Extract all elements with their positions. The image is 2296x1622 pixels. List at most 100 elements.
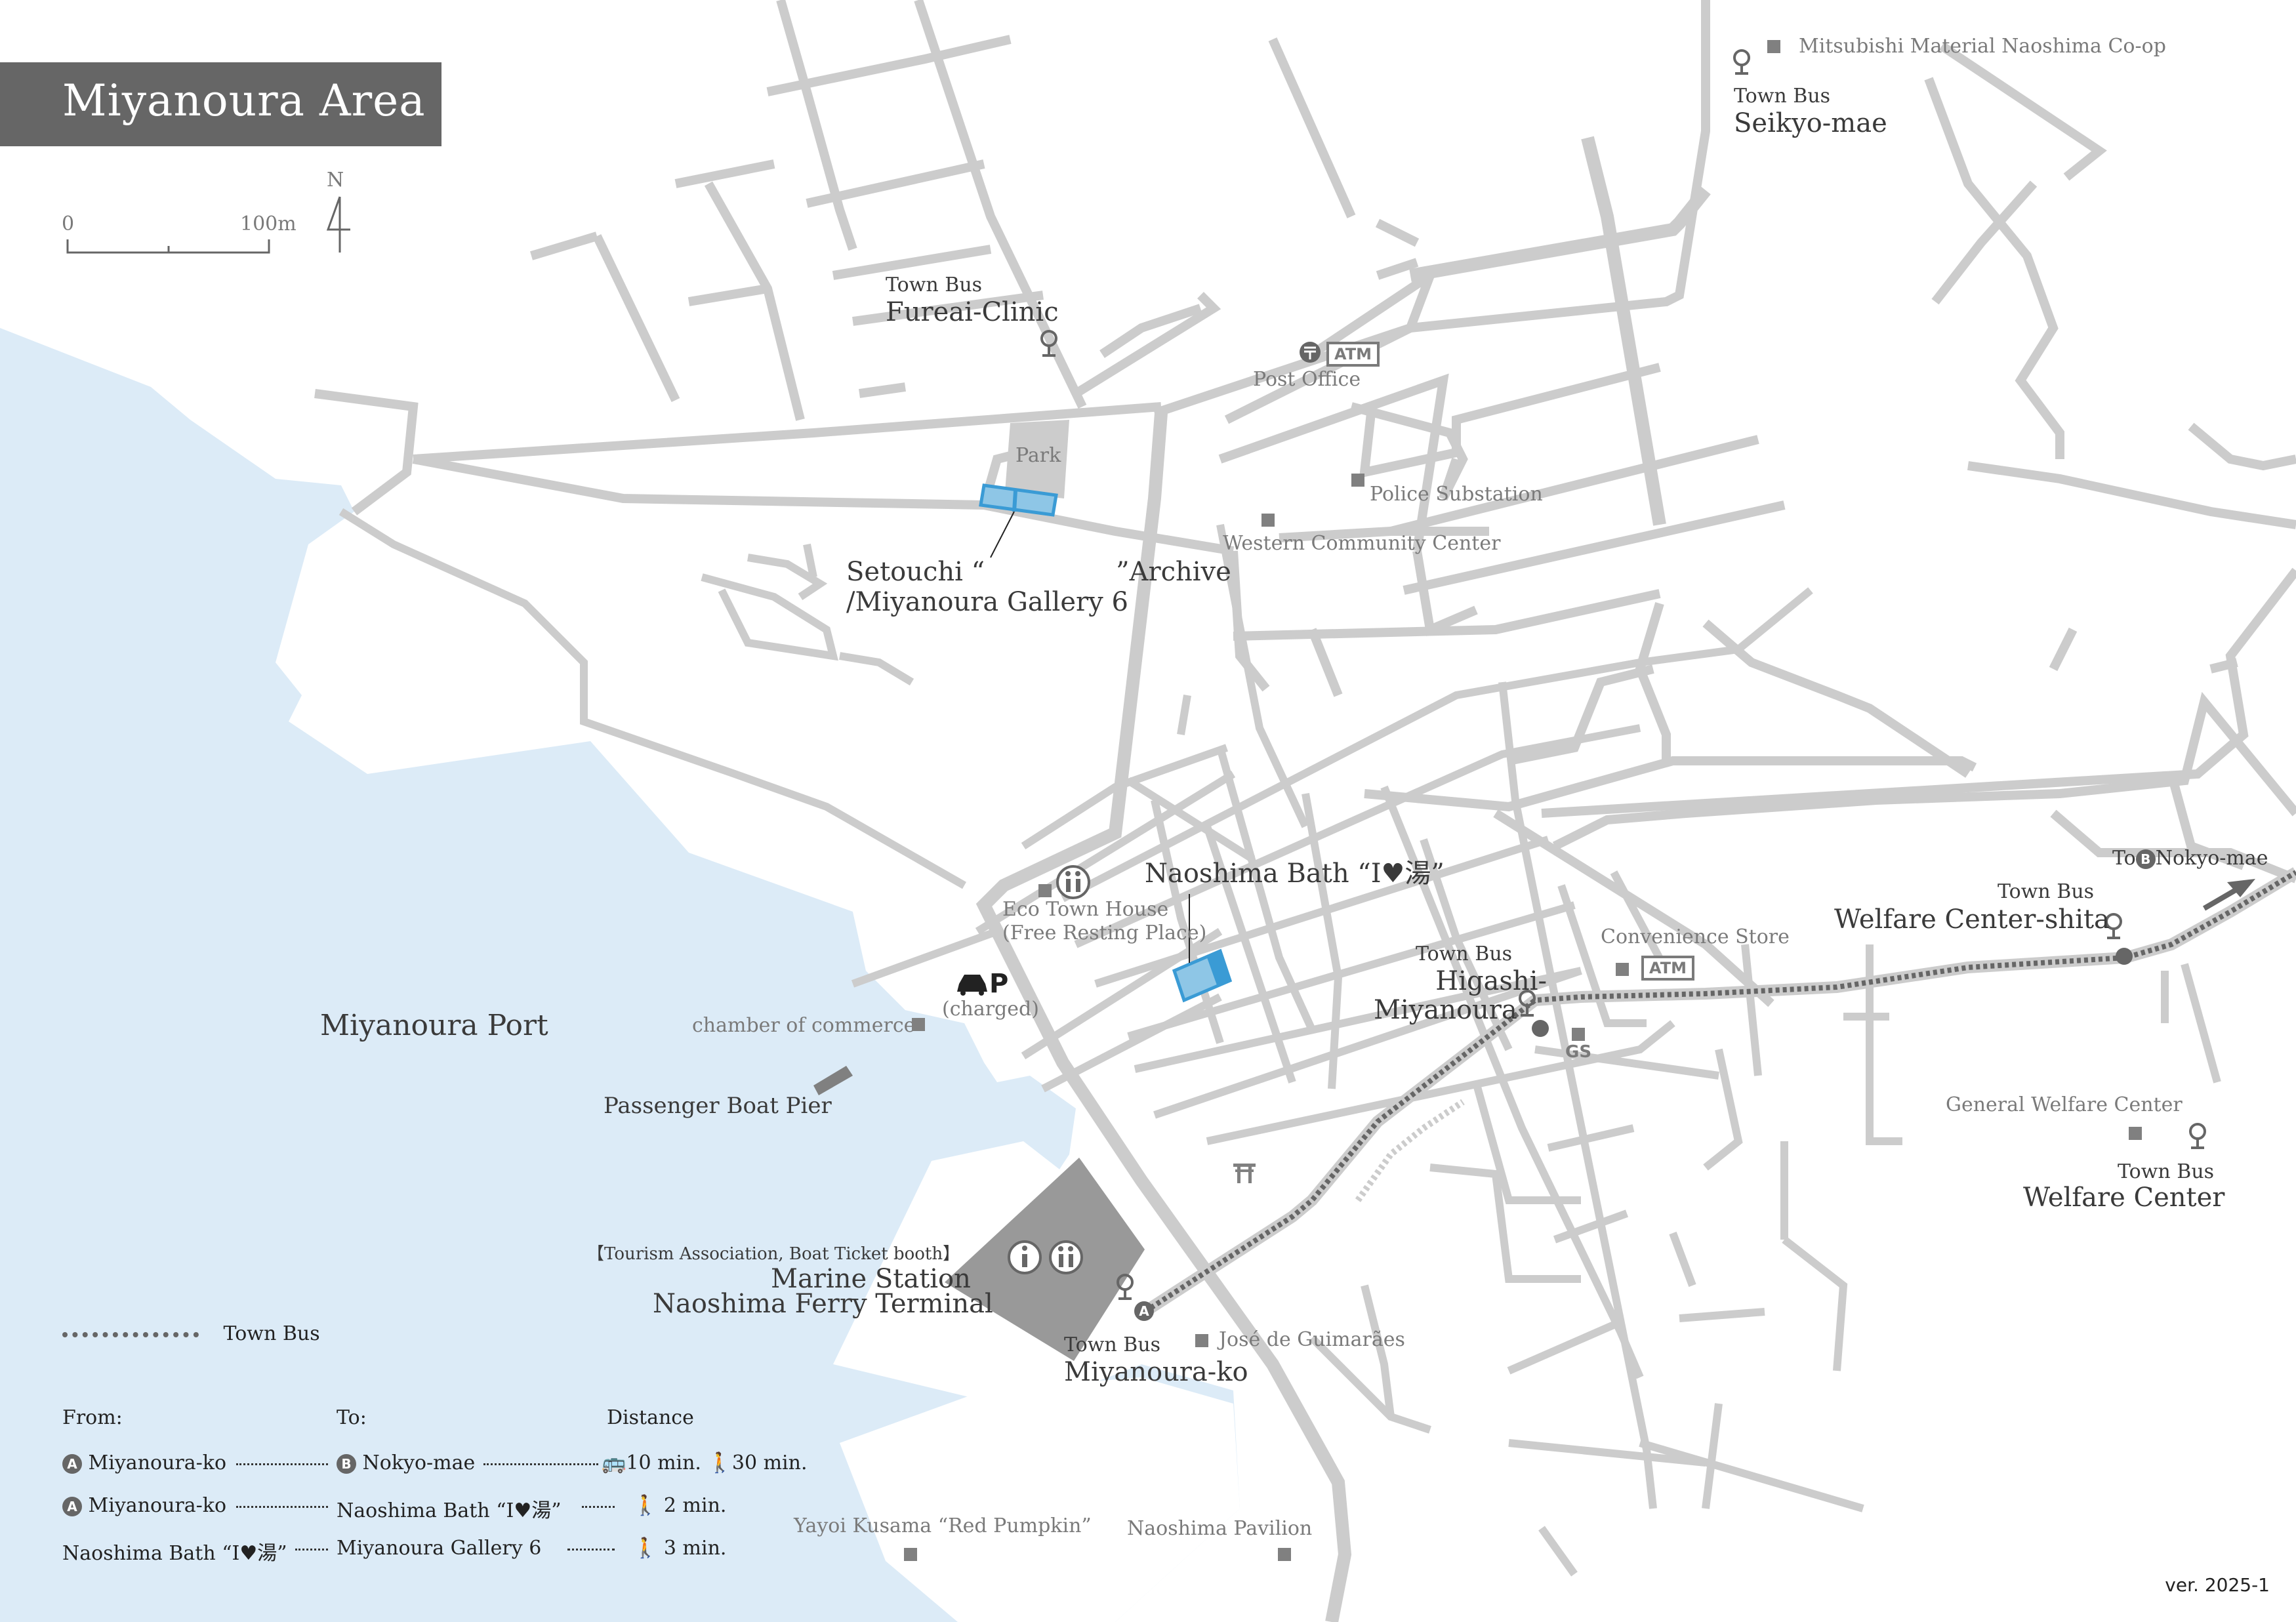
marine-station-label[interactable]: Marine Station: [771, 1264, 971, 1294]
miyanoura-ko-town-bus-label: Town Bus: [1064, 1333, 1161, 1356]
eco-town-house-label[interactable]: Eco Town House: [1002, 898, 1169, 921]
title-banner: [0, 62, 441, 146]
gas-station-label[interactable]: GS: [1565, 1042, 1592, 1062]
leader-dots: [567, 1549, 615, 1551]
bus-icon: 🚌: [602, 1451, 626, 1474]
jose-marker: [1195, 1334, 1208, 1347]
naoshima-pavilion-label[interactable]: Naoshima Pavilion: [1127, 1517, 1313, 1540]
chamber-of-commerce-label[interactable]: chamber of commerce: [692, 1014, 916, 1037]
row3-walk-time: 3 min.: [663, 1537, 727, 1560]
from-header: From:: [62, 1406, 123, 1429]
row2-distance: 🚶 2 min.: [633, 1494, 726, 1517]
welfare-shita-bus-stop-icon: [2105, 913, 2122, 939]
shrine-torii-icon: [1233, 1164, 1256, 1183]
row1-to-name: Nokyo-mae: [362, 1451, 476, 1474]
scale-bar: [66, 239, 270, 254]
boat-pier: [813, 1066, 853, 1095]
distance-row-3: Naoshima Bath “I♥湯” Miyanoura Gallery 6 …: [62, 1537, 850, 1565]
setouchi-archive-label-line1[interactable]: Setouchi “ ”Archive: [846, 558, 1231, 586]
welfare-center-shita-stop-label[interactable]: Welfare Center-shita: [1834, 904, 2110, 935]
chamber-marker: [912, 1018, 925, 1031]
setouchi-label-part-a: Setouchi “: [846, 557, 985, 587]
police-substation-label[interactable]: Police Substation: [1370, 483, 1543, 506]
row2-to-name: Naoshima Bath “I♥湯”: [337, 1499, 562, 1522]
legend-town-bus-label: Town Bus: [223, 1322, 320, 1345]
walk-icon: 🚶: [707, 1451, 732, 1474]
stop-b-badge: B: [2135, 849, 2156, 869]
police-marker: [1351, 474, 1364, 487]
toilet-icon-eco: [1056, 865, 1090, 899]
walk-icon: 🚶: [633, 1494, 658, 1517]
general-welfare-center-label[interactable]: General Welfare Center: [1946, 1093, 2183, 1116]
tourism-association-label: 【Tourism Association, Boat Ticket booth】: [587, 1244, 960, 1264]
red-pumpkin-label[interactable]: Yayoi Kusama “Red Pumpkin”: [794, 1514, 1092, 1537]
post-office-label[interactable]: Post Office: [1253, 368, 1361, 391]
scale-zero-label: 0: [62, 213, 75, 235]
higashi-miyanoura-stop-dot: [1532, 1020, 1549, 1037]
naoshima-ferry-terminal-label[interactable]: Naoshima Ferry Terminal: [653, 1289, 993, 1319]
version-label: ver. 2025-1: [2165, 1574, 2270, 1596]
jose-de-guimaraes-label[interactable]: José de Guimarães: [1219, 1328, 1405, 1351]
leader-dots: [483, 1463, 598, 1465]
naoshima-bath-label[interactable]: Naoshima Bath “I♥湯”: [1145, 859, 1445, 889]
welfare-center-shita-stop-dot: [2116, 948, 2133, 965]
park-area: [1005, 420, 1069, 498]
town-bus-route: [1141, 867, 2296, 1317]
seikyo-bus-stop-icon: [1733, 49, 1750, 75]
higashi-miyanoura-stop-label-1[interactable]: Higashi-: [1435, 966, 1547, 996]
row2-from: A Miyanoura-ko: [62, 1494, 226, 1517]
welfare-town-bus-label: Town Bus: [2118, 1160, 2215, 1183]
row3-from-name: Naoshima Bath “I♥湯”: [62, 1542, 287, 1565]
convenience-marker: [1616, 963, 1629, 976]
stop-a-badge: A: [1134, 1301, 1154, 1321]
seikyo-mae-stop-label[interactable]: Seikyo-mae: [1734, 108, 1887, 138]
higashi-bus-stop-icon: [1519, 990, 1536, 1017]
leader-dots: [236, 1506, 328, 1508]
mitsubishi-label[interactable]: Mitsubishi Material Naoshima Co-op: [1799, 35, 2166, 58]
convenience-atm-badge: ATM: [1641, 956, 1694, 981]
setouchi-archive-building: [979, 483, 1058, 517]
post-office-atm-badge: ATM: [1326, 342, 1380, 367]
general-welfare-marker: [2129, 1127, 2142, 1140]
north-label: N: [327, 169, 344, 192]
fureai-bus-stop-icon: [1040, 330, 1057, 357]
leader-dots: [236, 1463, 328, 1465]
row3-to-name: Miyanoura Gallery 6: [337, 1537, 542, 1560]
parking-label[interactable]: P: [989, 969, 1009, 999]
bus-stop-icons: [1040, 49, 2206, 1300]
leader-dots: [295, 1549, 328, 1551]
setouchi-label-part-b: ”Archive: [1116, 557, 1231, 587]
toilet-icon-terminal: [1049, 1240, 1083, 1274]
higashi-town-bus-label: Town Bus: [1416, 943, 1513, 965]
miyanoura-ko-stop-badge: A: [1134, 1301, 1154, 1321]
eco-town-house-sublabel: (Free Resting Place): [1002, 922, 1207, 944]
north-arrow-icon: [326, 196, 350, 253]
fureai-clinic-stop-label[interactable]: Fureai-Clinic: [886, 297, 1059, 327]
stop-a-badge: A: [62, 1497, 82, 1516]
parking-charged-label: (charged): [942, 998, 1039, 1021]
western-cc-marker: [1261, 514, 1275, 527]
welfare-shita-town-bus-label: Town Bus: [1998, 880, 2095, 903]
distance-row-1: A Miyanoura-ko B Nokyo-mae 🚌10 min. 🚶30 …: [62, 1451, 850, 1478]
passenger-boat-pier-label[interactable]: Passenger Boat Pier: [604, 1093, 832, 1119]
row1-from-name: Miyanoura-ko: [88, 1451, 227, 1474]
western-community-center-label[interactable]: Western Community Center: [1223, 532, 1501, 555]
roads: [314, 0, 2296, 1622]
miyanoura-port-label: Miyanoura Port: [320, 1009, 548, 1042]
town-bus-line-swatch: [62, 1332, 199, 1337]
page-title: Miyanoura Area: [62, 75, 426, 126]
to-header: To:: [337, 1406, 367, 1429]
distance-header: Distance: [607, 1406, 694, 1429]
row1-to: B Nokyo-mae: [337, 1451, 475, 1474]
row3-distance: 🚶 3 min.: [633, 1537, 726, 1560]
higashi-miyanoura-stop-label-2[interactable]: Miyanoura: [1374, 995, 1517, 1025]
nokyo-mae-name: Nokyo-mae: [2155, 847, 2268, 870]
car-icon: [957, 975, 987, 996]
welfare-center-stop-label[interactable]: Welfare Center: [2023, 1183, 2225, 1213]
fureai-town-bus-label: Town Bus: [886, 274, 983, 296]
convenience-store-label[interactable]: Convenience Store: [1601, 925, 1790, 948]
setouchi-archive-label-line2[interactable]: /Miyanoura Gallery 6: [846, 587, 1128, 617]
miyanoura-ko-stop-label[interactable]: Miyanoura-ko: [1064, 1357, 1248, 1387]
